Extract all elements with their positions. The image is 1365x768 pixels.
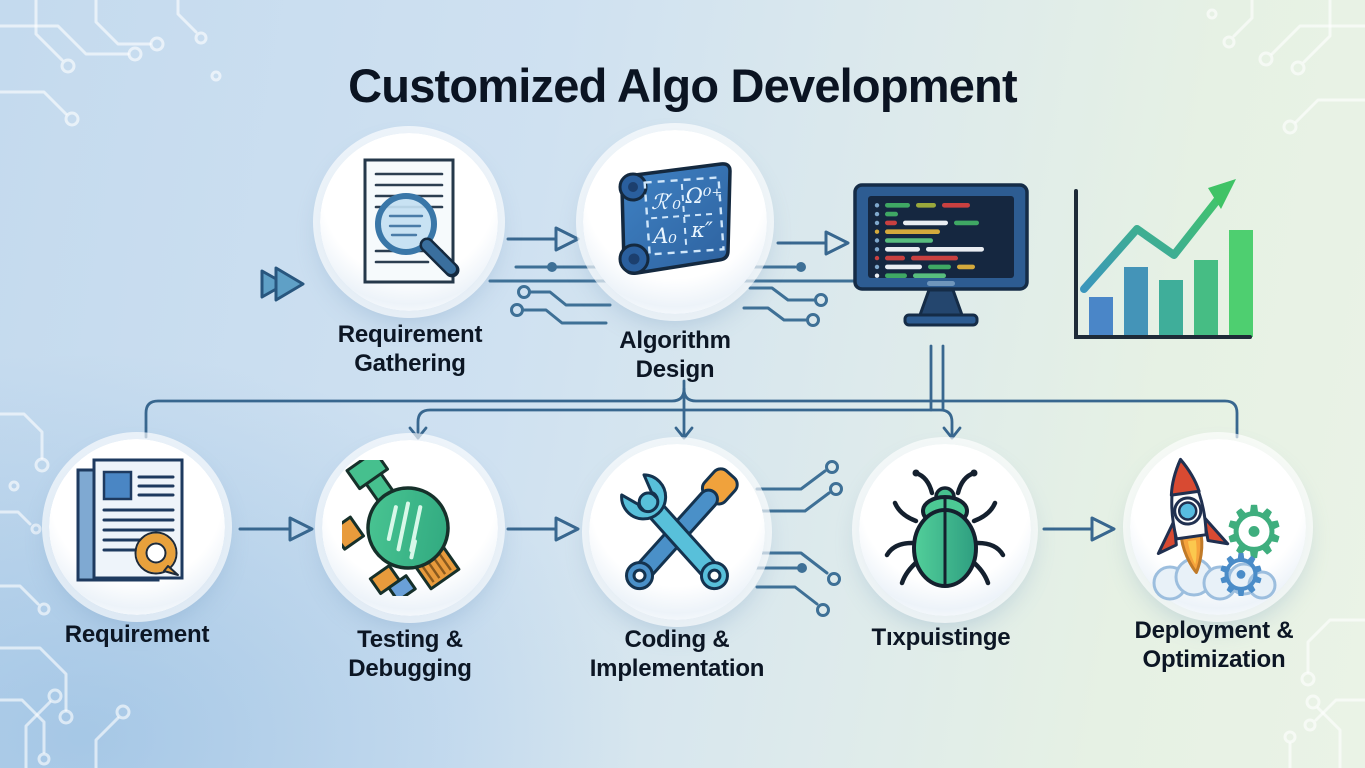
formula-cell-1: ℛ′₀	[651, 190, 682, 214]
step-circle-coding	[589, 444, 765, 620]
growth-chart-icon	[1074, 179, 1253, 339]
algorithm-circuit-traces	[488, 262, 870, 327]
code-monitor-icon	[853, 183, 1029, 327]
label-coding-implementation: Coding & Implementation	[589, 626, 765, 682]
label-algorithm-design: Algorithm Design	[619, 327, 731, 383]
label-deployment-optimization: Deployment & Optimization	[1134, 617, 1294, 673]
formula-scroll-icon: ℛ′₀ Ω⁰⁺ A₀ κ″	[618, 162, 732, 276]
down-arrow-testing	[408, 426, 428, 440]
step-circle-requirement	[49, 439, 225, 615]
growth-chart	[1068, 171, 1258, 356]
rail-right	[682, 387, 1239, 439]
documents-review-icon	[76, 458, 184, 582]
down-arrow-coding	[674, 426, 694, 440]
step-circle-bug	[859, 444, 1031, 616]
trend-arrowhead	[1208, 179, 1236, 209]
formula-cell-3: A₀	[651, 224, 677, 248]
page-title: Customized Algo Development	[348, 59, 1017, 112]
step-circle-deployment: ⚙ ⚙	[1130, 439, 1306, 615]
formula-cell-4: κ″	[690, 218, 713, 242]
flow-rails	[144, 344, 1239, 440]
document-search-icon	[363, 158, 460, 284]
label-testing-debugging: Testing & Debugging	[348, 626, 472, 682]
formula-cell-2: Ω⁰⁺	[685, 184, 723, 208]
gear-icon-green: ⚙	[1222, 493, 1287, 573]
step-circle-requirement-gathering	[320, 133, 498, 311]
code-lines	[874, 203, 984, 278]
bug-icon	[884, 469, 1006, 588]
label-requirement-gathering: Requirement Gathering	[337, 321, 483, 377]
down-arrow-bug	[942, 426, 962, 440]
clouds	[1152, 557, 1277, 601]
chart-bars	[1089, 230, 1253, 337]
label-tixpuistinge: Tıxpuistinge	[871, 624, 1011, 651]
step-circle-testing	[322, 440, 498, 616]
code-monitor	[853, 183, 1029, 338]
label-requirement: Requirement	[64, 621, 210, 648]
gear-icon-blue: ⚙	[1215, 543, 1267, 603]
coding-circuit-traces	[755, 460, 843, 617]
fast-forward-icon	[260, 266, 305, 302]
step-arrows	[238, 226, 1116, 542]
circuit-tester-icon	[342, 460, 461, 596]
rocket-gears-icon: ⚙ ⚙	[1152, 458, 1287, 603]
crossed-tools-icon	[620, 467, 739, 591]
trend-line	[1080, 185, 1230, 293]
step-circle-algorithm-design: ℛ′₀ Ω⁰⁺ A₀ κ″	[583, 130, 767, 314]
